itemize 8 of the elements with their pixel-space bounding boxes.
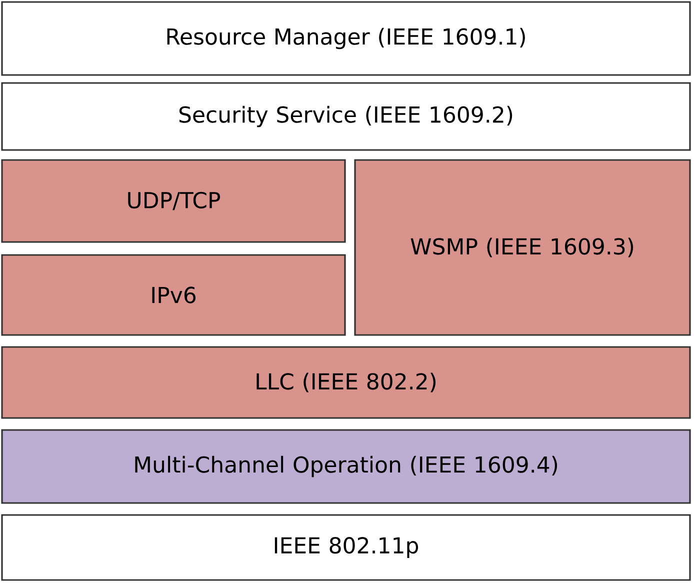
layer-box: Security Service (IEEE 1609.2) [1,82,691,151]
layer-box: UDP/TCP [1,159,346,243]
layer-box: IEEE 802.11p [1,514,691,581]
layer-box: LLC (IEEE 802.2) [1,346,691,419]
layer-box: Multi-Channel Operation (IEEE 1609.4) [1,429,691,504]
layer-box: WSMP (IEEE 1609.3) [354,159,691,336]
layer-box: IPv6 [1,254,346,336]
layer-box: Resource Manager (IEEE 1609.1) [1,1,691,76]
